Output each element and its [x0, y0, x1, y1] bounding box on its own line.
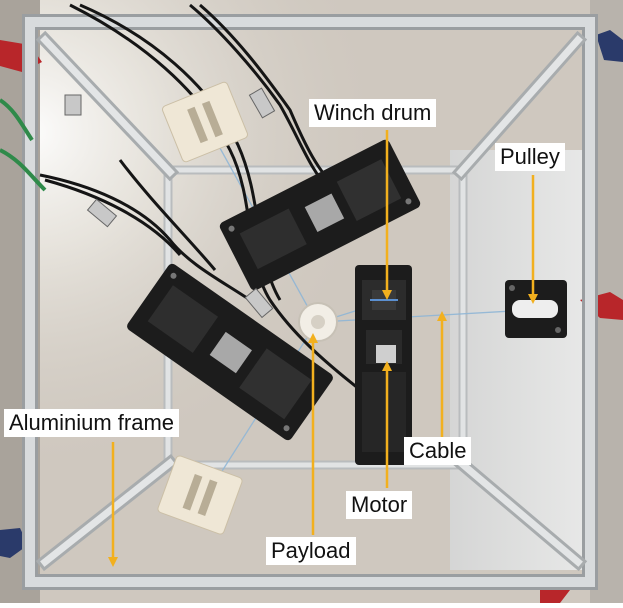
- top-left-plate: [162, 81, 248, 163]
- label-aluminium-frame: Aluminium frame: [4, 409, 180, 437]
- label-payload: Payload: [266, 537, 356, 565]
- pulley-unit: [505, 280, 567, 338]
- annotation-arrows: [108, 130, 538, 567]
- label-winch-drum: Winch drum: [309, 99, 437, 127]
- wire-connectors: [64, 87, 276, 319]
- label-motor: Motor: [346, 491, 413, 519]
- payload-object: [298, 302, 338, 342]
- bottom-left-plate: [157, 455, 243, 535]
- left-winch-unit: [127, 263, 333, 441]
- green-cable: [0, 98, 47, 192]
- upper-winch-unit: [219, 139, 421, 291]
- label-pulley: Pulley: [495, 143, 565, 171]
- label-cable: Cable: [404, 437, 472, 465]
- center-winch-unit: [355, 265, 412, 465]
